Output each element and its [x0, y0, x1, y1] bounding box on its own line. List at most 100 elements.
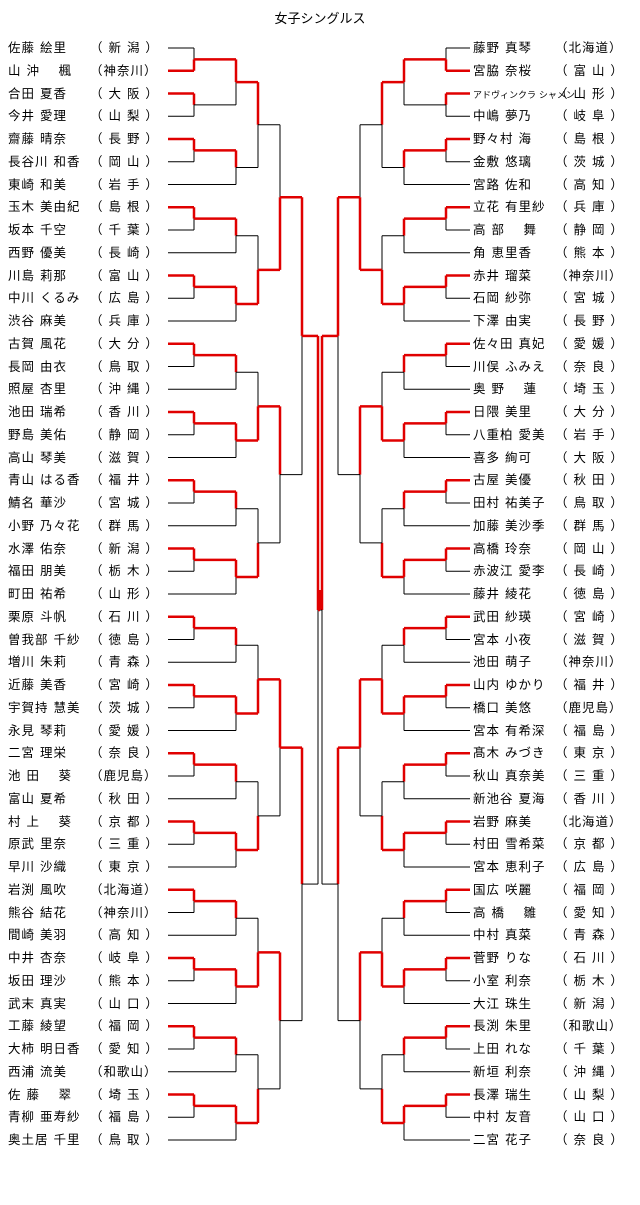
- player-name: 村 上 葵: [8, 813, 72, 829]
- right-player-row: 立花 有里紗（ 兵 庫 ）: [473, 196, 633, 218]
- right-player-row: 宮本 有希深（ 福 島 ）: [473, 720, 633, 742]
- player-name: 坂本 千空: [8, 222, 67, 237]
- left-player-row: 合田 夏香（ 大 阪 ）: [8, 83, 170, 105]
- right-player-row: 野々村 海（ 島 根 ）: [473, 128, 633, 150]
- left-player-row: 今井 愛理（ 山 梨 ）: [8, 105, 170, 127]
- left-player-row: 大柿 明日香（ 愛 知 ）: [8, 1038, 170, 1060]
- player-prefecture: （ 福 井 ）: [555, 677, 624, 692]
- right-player-row: 宮本 小夜（ 滋 賀 ）: [473, 629, 633, 651]
- right-player-row: 大江 珠生（ 新 潟 ）: [473, 993, 633, 1015]
- player-name: 間崎 美羽: [8, 927, 67, 943]
- right-player-row: 山内 ゆかり（ 福 井 ）: [473, 674, 633, 696]
- left-player-row: 坂田 理沙（ 熊 本 ）: [8, 970, 170, 992]
- player-prefecture: （ 富 山 ）: [555, 62, 624, 78]
- player-name: 宇賀持 慧美: [8, 699, 81, 715]
- player-prefecture: （和歌山）: [555, 1018, 623, 1034]
- left-player-row: 山 沖 楓（神奈川）: [8, 60, 170, 82]
- player-name: 宮路 佐和: [473, 176, 532, 192]
- player-prefecture: （ 岡 山 ）: [90, 153, 159, 169]
- right-player-row: アドヴィンクラ シャメン（ 山 形 ）: [473, 83, 633, 105]
- left-player-row: 工藤 綾望（ 福 岡 ）: [8, 1015, 170, 1037]
- right-player-row: 池田 萌子（神奈川）: [473, 651, 633, 673]
- player-prefecture: （北海道）: [555, 40, 623, 55]
- player-name: 照屋 杏里: [8, 381, 67, 397]
- player-prefecture: （ 奈 良 ）: [555, 1132, 624, 1147]
- player-prefecture: （ 千 葉 ）: [555, 1041, 624, 1056]
- page-title: 女子シングルス: [274, 12, 366, 27]
- player-name: 奥 野 蓮: [473, 381, 537, 397]
- left-player-row: 近藤 美香（ 宮 崎 ）: [8, 674, 170, 696]
- player-prefecture: （ 岐 阜 ）: [90, 950, 159, 965]
- player-prefecture: （ 新 潟 ）: [90, 40, 159, 55]
- left-player-row: 玉木 美由紀（ 島 根 ）: [8, 196, 170, 218]
- right-player-row: 石岡 紗弥（ 宮 城 ）: [473, 287, 633, 309]
- player-prefecture: （ 岡 山 ）: [555, 540, 624, 556]
- player-prefecture: （ 青 森 ）: [555, 927, 624, 943]
- player-name: 大柿 明日香: [8, 1041, 81, 1056]
- player-name: 今井 愛理: [8, 108, 67, 124]
- player-prefecture: （ 滋 賀 ）: [555, 631, 624, 647]
- player-prefecture: （ 栃 木 ）: [90, 563, 159, 579]
- player-name: 西浦 流美: [8, 1063, 67, 1079]
- player-prefecture: （ 高 知 ）: [90, 927, 159, 943]
- player-name: 齋藤 晴奈: [8, 131, 67, 146]
- left-player-row: 村 上 葵（ 京 都 ）: [8, 811, 170, 833]
- player-prefecture: （ 石 川 ）: [90, 608, 159, 624]
- left-player-row: 奥土居 千里（ 鳥 取 ）: [8, 1129, 170, 1151]
- player-prefecture: （ 群 馬 ）: [90, 517, 159, 533]
- player-prefecture: （ 岩 手 ）: [555, 426, 624, 442]
- player-prefecture: （ 鳥 取 ）: [555, 495, 624, 510]
- player-prefecture: （ 長 崎 ）: [555, 563, 624, 579]
- player-name: 池田 瑞希: [8, 404, 67, 419]
- left-player-row: 池 田 葵（鹿児島）: [8, 765, 170, 787]
- left-player-row: 渋谷 麻美（ 兵 庫 ）: [8, 310, 170, 332]
- right-player-row: 八重柏 愛美（ 岩 手 ）: [473, 424, 633, 446]
- player-prefecture: （ 島 根 ）: [555, 131, 624, 146]
- player-prefecture: （ 秋 田 ）: [90, 790, 159, 806]
- left-player-row: 間崎 美羽 （ 高 知 ）: [8, 924, 170, 946]
- player-name: 合田 夏香: [8, 85, 67, 101]
- player-prefecture: （ 埼 玉 ）: [555, 381, 624, 397]
- player-prefecture: （ 福 島 ）: [90, 1109, 159, 1125]
- player-name: 曽我部 千紗: [8, 631, 81, 647]
- right-player-row: 古屋 美優（ 秋 田 ）: [473, 469, 633, 491]
- player-prefecture: （ 千 葉 ）: [90, 222, 159, 237]
- right-player-row: 川俣 ふみえ（ 奈 良 ）: [473, 356, 633, 378]
- player-prefecture: （ 兵 庫 ）: [90, 313, 159, 328]
- player-name: 赤波江 愛李: [473, 563, 546, 579]
- player-prefecture: （ 東 京 ）: [555, 745, 624, 761]
- player-name: 水澤 佑奈: [8, 540, 67, 556]
- player-prefecture: （和歌山）: [90, 1063, 158, 1079]
- left-player-row: 西野 優美（ 長 崎 ）: [8, 242, 170, 264]
- player-name: 西野 優美: [8, 244, 67, 260]
- right-player-row: 橋口 美悠（鹿児島）: [473, 697, 633, 719]
- player-prefecture: （ 埼 玉 ）: [90, 1086, 159, 1102]
- left-player-row: 増川 朱莉（ 青 森 ）: [8, 651, 170, 673]
- player-name: 高山 琴美: [8, 449, 67, 465]
- player-name: 鯖名 華沙: [8, 495, 67, 510]
- player-name: 二宮 花子: [473, 1132, 532, 1147]
- player-name: 宮脇 奈桜: [473, 62, 532, 78]
- player-prefecture: （北海道）: [555, 813, 623, 829]
- player-prefecture: （ 大 分 ）: [555, 404, 624, 419]
- player-name: 岩野 麻美: [473, 813, 532, 829]
- player-prefecture: （ 徳 島 ）: [555, 586, 624, 601]
- right-player-row: 田村 祐美子（ 鳥 取 ）: [473, 492, 633, 514]
- left-player-row: 青山 はる香（ 福 井 ）: [8, 469, 170, 491]
- player-prefecture: （ 石 川 ）: [555, 950, 624, 965]
- left-player-row: 西浦 流美 （和歌山）: [8, 1061, 170, 1083]
- player-prefecture: （ 長 野 ）: [555, 313, 624, 328]
- player-prefecture: （ 福 岡 ）: [90, 1018, 159, 1034]
- player-prefecture: （ 山 口 ）: [555, 1109, 624, 1125]
- left-player-row: 照屋 杏里（ 沖 縄 ）: [8, 378, 170, 400]
- player-name: 加藤 美沙季: [473, 517, 546, 533]
- player-name: 高 橋 雛: [473, 904, 537, 920]
- left-player-row: 宇賀持 慧美（ 茨 城 ）: [8, 697, 170, 719]
- right-player-row: 加藤 美沙季（ 群 馬 ）: [473, 515, 633, 537]
- player-name: 坂田 理沙: [8, 972, 67, 988]
- left-player-row: 熊谷 結花（神奈川）: [8, 902, 170, 924]
- right-player-row: 武田 紗瑛（ 宮 崎 ）: [473, 606, 633, 628]
- player-name: 新垣 利奈: [473, 1063, 532, 1079]
- player-prefecture: （ 静 岡 ）: [555, 222, 624, 237]
- player-prefecture: （ 新 潟 ）: [555, 995, 624, 1011]
